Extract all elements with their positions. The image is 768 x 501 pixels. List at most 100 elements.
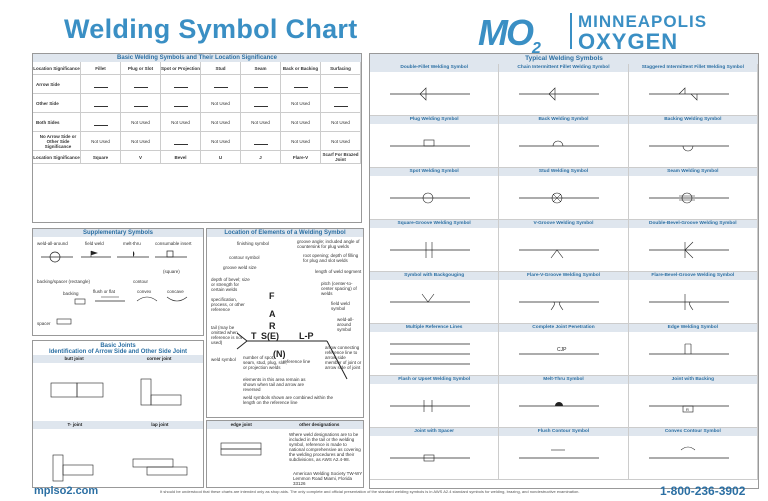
table-header-2: Location Significance Square V Bevel U J… — [33, 151, 361, 164]
element-label: groove angle; included angle of counters… — [297, 239, 360, 249]
table-row: Arrow Side — [33, 75, 361, 94]
supplementary-symbols-drawing — [41, 250, 188, 325]
joint-name: T- joint — [67, 422, 83, 427]
supp-item: field weld — [85, 241, 104, 246]
cell-title: Stud Welding Symbol — [499, 168, 628, 176]
typical-cell: Seam Welding Symbol — [628, 168, 758, 220]
supp-item: backing — [63, 291, 79, 296]
symbol-drawing — [648, 192, 729, 204]
cell-title: Square-Groove Welding Symbol — [370, 220, 499, 228]
symbol-drawing — [519, 87, 600, 101]
basic-joints: Basic Joints Identification of Arrow Sid… — [32, 340, 204, 488]
edge-joint-drawing — [220, 442, 262, 456]
logo-divider — [570, 13, 572, 49]
not-used: Not Used — [81, 132, 121, 151]
symbol-drawing — [390, 192, 470, 204]
typical-cell: Flare-V-Groove Welding Symbol — [499, 272, 629, 324]
element-label: weld symbols shown are combined within t… — [243, 395, 334, 405]
logo-mark: MO2 — [478, 12, 541, 58]
table-row: Both Sides Not Used Not Used Not Used No… — [33, 113, 361, 132]
symbol-drawing — [648, 145, 729, 152]
element-label: elements in this area remain as shown wh… — [243, 377, 306, 392]
letter-F: F — [269, 291, 275, 301]
cell-title: Edge Welding Symbol — [628, 324, 757, 332]
supplementary-symbols: Supplementary Symbols weld-all-around fi… — [32, 228, 204, 336]
cell-title: Multiple Reference Lines — [370, 324, 499, 332]
cell-title: Spot Welding Symbol — [370, 168, 499, 176]
typical-grid: Double-Fillet Welding Symbol Chain Inter… — [370, 64, 758, 480]
cell-title: Complete Joint Penetration — [499, 324, 628, 332]
typical-cell: Chain Intermittent Fillet Welding Symbol — [499, 64, 629, 116]
element-label: finishing symbol — [237, 241, 270, 246]
company-logo[interactable]: MO2 MINNEAPOLIS OXYGEN — [478, 10, 713, 58]
symbol-drawing — [519, 192, 600, 204]
joint-name: corner joint — [146, 356, 172, 361]
fillet-symbol — [81, 94, 121, 113]
symbol-drawing — [390, 400, 470, 412]
typical-cell: Double-Fillet Welding Symbol — [370, 64, 500, 116]
cell-title: Staggered Intermittent Fillet Welding Sy… — [628, 64, 757, 72]
cell-title: Symbol with Backgouging — [370, 272, 499, 280]
joint-name: lap joint — [151, 422, 169, 427]
seam-symbol — [241, 75, 281, 94]
col-header: U — [201, 151, 241, 164]
col-header: Surfacing — [321, 62, 361, 75]
footer-website-link[interactable]: mplso2.com — [34, 485, 99, 497]
footer-phone-link[interactable]: 1-800-236-3902 — [660, 484, 746, 498]
element-label: length of weld segment — [315, 269, 362, 274]
joints-title: Basic Joints — [100, 343, 136, 349]
typical-cell: Plug Welding Symbol — [370, 116, 500, 168]
typical-cell: Edge Welding Symbol — [628, 324, 758, 376]
not-used: Not Used — [201, 132, 241, 151]
not-used: Not Used — [321, 132, 361, 151]
typical-cell: Back Welding Symbol — [499, 116, 629, 168]
element-label: contour symbol — [229, 255, 260, 260]
spot-symbol — [161, 75, 201, 94]
other-title: other designations — [299, 422, 340, 427]
symbol-drawing: R — [648, 405, 729, 413]
symbol-drawing — [648, 87, 729, 101]
fillet-symbol — [81, 75, 121, 94]
col-header: Scarf For Brazed Joint — [321, 151, 361, 164]
symbol-drawing — [390, 87, 470, 101]
element-label: field weld symbol — [331, 301, 350, 311]
symbol-drawing — [519, 301, 600, 311]
joint-name: edge joint — [230, 422, 252, 427]
cell-title: Convex Contour Symbol — [628, 428, 757, 436]
col-header: Bevel — [161, 151, 201, 164]
symbol-drawing — [519, 402, 600, 407]
symbol-drawing — [519, 249, 600, 259]
not-used: Not Used — [161, 113, 201, 132]
not-used: Not Used — [281, 113, 321, 132]
supp-item: spacer — [37, 321, 51, 326]
element-label: weld-all-around symbol — [337, 317, 354, 332]
col-header: Seam — [241, 62, 281, 75]
letter-N: (N) — [273, 349, 286, 359]
cell-title: Double-Fillet Welding Symbol — [370, 64, 499, 72]
col-header: Square — [81, 151, 121, 164]
typical-cell: Backing Welding Symbol — [628, 116, 758, 168]
typical-cell: Flash or Upset Welding Symbol — [370, 376, 500, 428]
joint-name: butt joint — [64, 356, 84, 361]
typical-cell: Spot Welding Symbol — [370, 168, 500, 220]
typical-cell: Stud Welding Symbol — [499, 168, 629, 220]
symbol-drawing — [519, 140, 600, 147]
supp-item: contour — [133, 279, 149, 284]
symbol-drawing — [648, 241, 729, 259]
backing-symbol — [281, 75, 321, 94]
table-header-1: Location Significance Fillet Plug or Slo… — [33, 62, 361, 75]
not-used: Not Used — [281, 132, 321, 151]
supp-item: convex — [137, 289, 152, 294]
row-label: No Arrow Side or Other Side Significance — [33, 132, 81, 151]
symbol-drawing — [390, 343, 470, 365]
cell-title: Seam Welding Symbol — [628, 168, 757, 176]
other-caption: American Welding Society TW-WY Lemmon Ro… — [293, 471, 363, 486]
element-label: root opening; depth of filling for plug … — [303, 253, 359, 263]
symbol-drawing — [390, 139, 470, 147]
cell-title: Chain Intermittent Fillet Welding Symbol — [499, 64, 628, 72]
typical-welding-symbols: Typical Welding Symbols Double-Fillet We… — [369, 53, 759, 489]
fillet-symbol — [81, 113, 121, 132]
not-used: Not Used — [121, 113, 161, 132]
plug-symbol — [121, 94, 161, 113]
